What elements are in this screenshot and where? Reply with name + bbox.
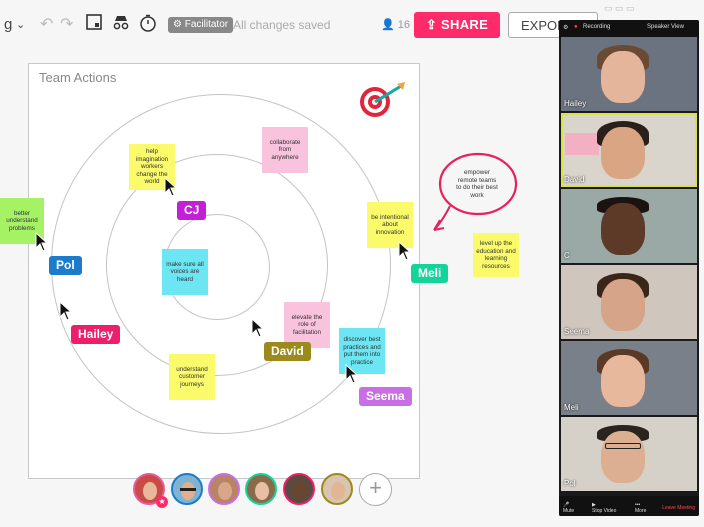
user-tag-seema[interactable]: Seema bbox=[359, 387, 412, 406]
board-title: Team Actions bbox=[39, 70, 117, 85]
participant-avatar[interactable] bbox=[133, 473, 165, 505]
cursor-icon bbox=[35, 232, 49, 252]
share-button[interactable]: ⇪ SHARE bbox=[414, 12, 500, 38]
sticky-note[interactable]: elevate the role of facilitation bbox=[284, 302, 330, 348]
user-tag-cj[interactable]: CJ bbox=[177, 201, 207, 220]
video-tile[interactable]: C bbox=[561, 189, 697, 263]
shield-icon: ⚙ bbox=[563, 25, 569, 31]
leave-meeting-button[interactable]: Leave Meeting bbox=[662, 505, 695, 511]
participant-name: David bbox=[564, 175, 585, 184]
redo-icon[interactable]: ↷ bbox=[60, 16, 74, 33]
cursor-icon bbox=[59, 301, 73, 321]
recording-label: Recording bbox=[583, 24, 611, 30]
sticky-note[interactable]: make sure all voices are heard bbox=[162, 249, 208, 295]
user-tag-meli[interactable]: Meli bbox=[411, 264, 449, 283]
participant-avatar[interactable] bbox=[171, 473, 203, 505]
target-icon bbox=[360, 82, 405, 117]
team-actions-board[interactable]: Team Actions help imagination workers ch… bbox=[28, 63, 420, 479]
participant-avatar[interactable] bbox=[208, 473, 240, 505]
participant-avatar[interactable] bbox=[283, 473, 315, 505]
user-tag-pol[interactable]: Pol bbox=[49, 256, 82, 275]
facilitator-badge[interactable]: ⚙ Facilitator bbox=[168, 17, 234, 33]
cursor-icon bbox=[164, 177, 178, 197]
video-call-header: ⚙ ● Recording Speaker View bbox=[559, 20, 699, 37]
board-name[interactable]: g bbox=[4, 16, 13, 33]
upload-icon: ⇪ bbox=[425, 17, 438, 32]
video-tile[interactable]: Pol bbox=[561, 417, 697, 491]
frame-icon[interactable] bbox=[86, 14, 102, 35]
cursor-icon bbox=[398, 241, 412, 261]
participant-name: Pol bbox=[564, 479, 576, 488]
video-call-panel: ⚙ ● Recording Speaker View Hailey David … bbox=[559, 20, 699, 516]
annotation-text: empower remote teams to do their best wo… bbox=[456, 169, 498, 199]
incognito-icon[interactable] bbox=[112, 14, 130, 35]
person-icon: 👤 bbox=[381, 19, 395, 31]
sticky-note[interactable]: collaborate from anywhere bbox=[262, 127, 308, 173]
video-tile[interactable]: David bbox=[561, 113, 697, 187]
video-tile[interactable]: Hailey bbox=[561, 37, 697, 111]
chevron-down-icon[interactable]: ⌄ bbox=[16, 19, 26, 31]
participant-name: Meli bbox=[564, 403, 579, 412]
cursor-icon bbox=[345, 364, 359, 384]
camera-icon: ▶ bbox=[592, 502, 596, 508]
window-icon[interactable]: ▭ ▭ ▭ bbox=[604, 3, 635, 13]
participant-name: C bbox=[564, 251, 570, 260]
middle-ring bbox=[106, 154, 328, 376]
more-button[interactable]: •••More bbox=[635, 502, 647, 514]
microphone-icon: 🎤 bbox=[563, 502, 570, 508]
participant-avatar[interactable] bbox=[321, 473, 353, 505]
participant-name: Hailey bbox=[564, 99, 587, 108]
users-count[interactable]: 👤 16 bbox=[381, 19, 411, 31]
user-tag-hailey[interactable]: Hailey bbox=[71, 325, 121, 344]
speaker-view-button[interactable]: Speaker View bbox=[647, 24, 684, 30]
participant-name: Seema bbox=[564, 327, 590, 336]
user-tag-david[interactable]: David bbox=[264, 342, 311, 361]
sticky-note[interactable]: level up the education and learning reso… bbox=[473, 233, 519, 277]
video-tile[interactable]: Seema bbox=[561, 265, 697, 339]
timer-icon[interactable] bbox=[139, 14, 157, 37]
video-call-controls: 🎤Mute ▶Stop Video •••More Leave Meeting bbox=[559, 496, 699, 516]
more-icon: ••• bbox=[635, 502, 641, 508]
sticky-note[interactable]: be intentional about innovation bbox=[367, 202, 413, 248]
stop-video-button[interactable]: ▶Stop Video bbox=[592, 502, 617, 514]
video-tile[interactable]: Meli bbox=[561, 341, 697, 415]
undo-icon[interactable]: ↶ bbox=[40, 16, 54, 33]
sticky-note[interactable]: understand customer journeys bbox=[169, 354, 215, 400]
save-status: All changes saved bbox=[233, 18, 331, 32]
star-icon: ★ bbox=[156, 496, 168, 508]
add-participant-button[interactable]: + bbox=[359, 473, 392, 506]
cursor-icon bbox=[251, 318, 265, 338]
drawn-circle-annotation[interactable] bbox=[430, 148, 530, 234]
participant-avatar[interactable] bbox=[245, 473, 277, 505]
recording-dot-icon: ● bbox=[574, 24, 578, 30]
mute-button[interactable]: 🎤Mute bbox=[563, 502, 575, 514]
